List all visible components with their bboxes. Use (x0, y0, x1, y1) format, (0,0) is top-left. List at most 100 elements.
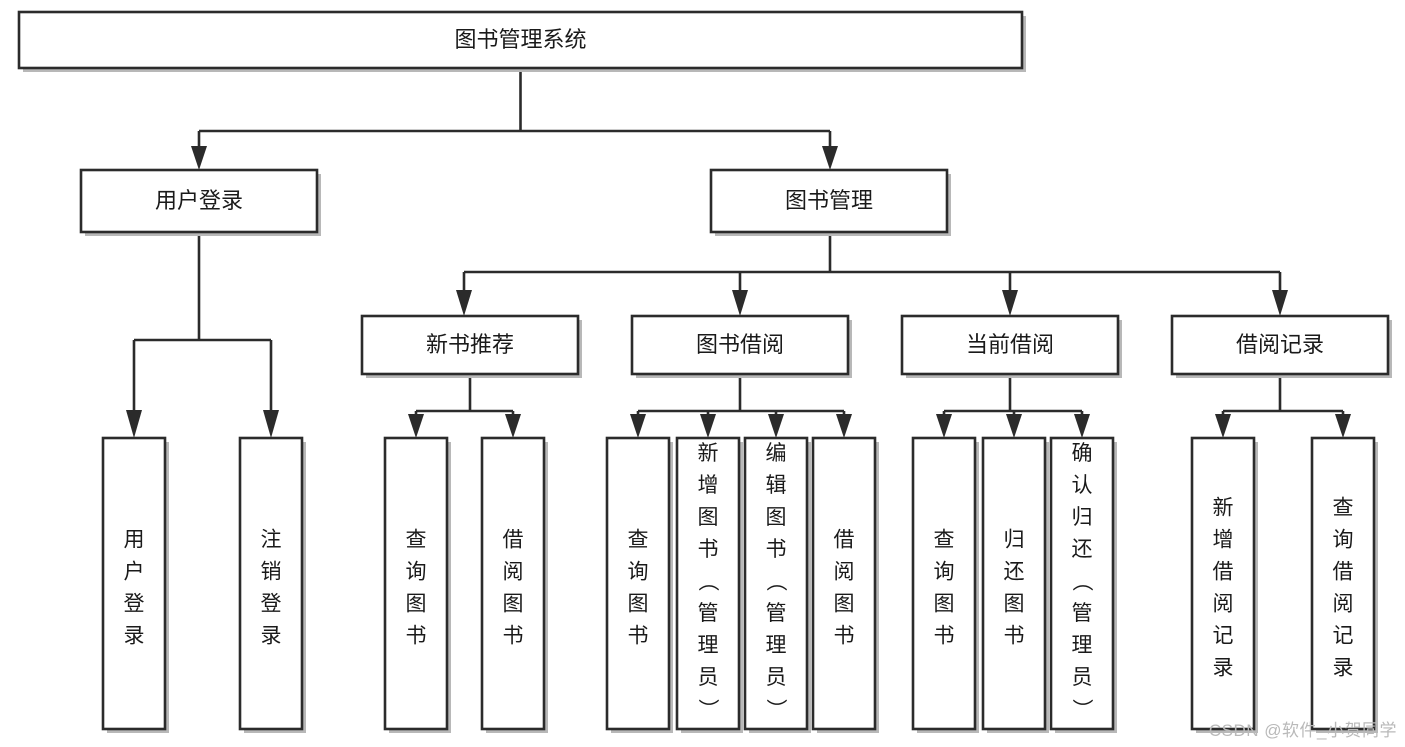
leaf-label-glyph: 查 (406, 528, 427, 551)
arrowhead-leaf-logout (263, 410, 279, 438)
leaf-label-glyph: 归 (1072, 506, 1093, 529)
arrowhead-borrowrecord-leaf-1 (1335, 414, 1351, 438)
leaf-label-glyph: 阅 (503, 560, 524, 583)
leaf-label-glyph: 图 (766, 506, 787, 529)
leaf-label-glyph: 询 (934, 560, 955, 583)
leaf-label-glyph: 书 (1004, 624, 1025, 647)
leaf-label-glyph: 管 (1072, 602, 1093, 625)
leaf-label-glyph: 还 (1004, 560, 1025, 583)
arrowhead-bookborrow-leaf-0 (630, 414, 646, 438)
node-user-login[interactable]: 用户登录 (79, 168, 321, 236)
node-leaf-query-book-2[interactable] (605, 436, 673, 733)
leaf-label-glyph: 新 (1213, 496, 1234, 519)
node-user-login-label: 用户登录 (155, 188, 243, 213)
arrowhead-currentborrow-leaf-1 (1006, 414, 1022, 438)
leaf-label-glyph: 书 (628, 624, 649, 647)
leaf-label-glyph: 员 (766, 666, 787, 689)
node-leaf-add-book[interactable] (675, 436, 743, 733)
node-current-borrow[interactable]: 当前借阅 (900, 314, 1122, 378)
node-leaf-query-book-1[interactable] (383, 436, 451, 733)
leaf-label-glyph: 借 (834, 528, 855, 551)
leaf-label-glyph: 用 (124, 528, 145, 551)
leaf-label-glyph: ） (1070, 699, 1093, 720)
leaf-label-glyph: （ (764, 571, 787, 592)
leaf-label-glyph: 阅 (1333, 592, 1354, 615)
leaf-label-glyph: 书 (503, 624, 524, 647)
leaf-label-glyph: 图 (628, 592, 649, 615)
leaf-label-glyph: 辑 (766, 474, 787, 497)
node-leaf-query-borrow-record[interactable] (1310, 436, 1378, 733)
leaf-label-glyph: 借 (1333, 560, 1354, 583)
node-layer: 图书管理系统 用户登录 图书管理 新书推荐 图书 (17, 10, 1392, 733)
leaf-label-glyph: 增 (1213, 528, 1234, 551)
node-leaf-confirm-return[interactable] (1049, 436, 1117, 733)
leaf-label-glyph: 借 (1213, 560, 1234, 583)
leaf-label-glyph: 书 (934, 624, 955, 647)
leaf-label-glyph: 查 (628, 528, 649, 551)
leaf-label-glyph: 记 (1213, 624, 1234, 647)
node-root[interactable]: 图书管理系统 (17, 10, 1026, 72)
arrowhead-leaf-user-login (126, 410, 142, 438)
vertical-label-layer: 用户登录注销登录查询图书借阅图书查询图书新增图书（管理员）编辑图书（管理员）借阅… (124, 442, 1354, 720)
leaf-label-glyph: 询 (406, 560, 427, 583)
leaf-label-glyph: 管 (698, 602, 719, 625)
leaf-label-glyph: 图 (934, 592, 955, 615)
node-leaf-user-login[interactable] (101, 436, 169, 733)
leaf-label-glyph: 理 (698, 634, 719, 657)
leaf-label-glyph: ） (696, 699, 719, 720)
leaf-label-glyph: 书 (698, 538, 719, 561)
leaf-label-glyph: 录 (1333, 656, 1354, 679)
arrowhead-bookborrow-leaf-1 (700, 414, 716, 438)
node-leaf-borrow-book-2[interactable] (811, 436, 879, 733)
node-current-borrow-label: 当前借阅 (966, 332, 1054, 357)
leaf-label-glyph: 还 (1072, 538, 1093, 561)
node-book-management[interactable]: 图书管理 (709, 168, 951, 236)
node-new-book-recommend-label: 新书推荐 (426, 332, 514, 357)
leaf-label-glyph: 员 (1072, 666, 1093, 689)
node-new-book-recommend[interactable]: 新书推荐 (360, 314, 582, 378)
leaf-label-glyph: 编 (766, 442, 787, 465)
node-leaf-return-book[interactable] (981, 436, 1049, 733)
arrowhead-current-borrow (1002, 290, 1018, 316)
leaf-label-glyph: 书 (406, 624, 427, 647)
leaf-label-glyph: 阅 (834, 560, 855, 583)
arrowhead-bookborrow-leaf-2 (768, 414, 784, 438)
node-borrow-record[interactable]: 借阅记录 (1170, 314, 1392, 378)
node-leaf-logout[interactable] (238, 436, 306, 733)
leaf-label-glyph: 认 (1072, 474, 1093, 497)
leaf-label-glyph: 图 (698, 506, 719, 529)
node-book-borrow[interactable]: 图书借阅 (630, 314, 852, 378)
node-leaf-query-book-3[interactable] (911, 436, 979, 733)
leaf-label-glyph: （ (1070, 571, 1093, 592)
leaf-label-glyph: 图 (406, 592, 427, 615)
leaf-label-glyph: 管 (766, 602, 787, 625)
leaf-label-glyph: 询 (1333, 528, 1354, 551)
leaf-label-glyph: 书 (834, 624, 855, 647)
node-book-management-label: 图书管理 (785, 188, 873, 213)
arrowhead-currentborrow-leaf-0 (936, 414, 952, 438)
leaf-label-glyph: ） (764, 699, 787, 720)
node-leaf-add-borrow-record[interactable] (1190, 436, 1258, 733)
leaf-label-glyph: 户 (124, 560, 145, 583)
node-leaf-edit-book[interactable] (743, 436, 811, 733)
leaf-label-glyph: 销 (261, 560, 282, 583)
arrowhead-book-borrow (732, 290, 748, 316)
arrowhead-currentborrow-leaf-2 (1074, 414, 1090, 438)
leaf-label-glyph: 理 (766, 634, 787, 657)
leaf-label-glyph: 录 (1213, 656, 1234, 679)
arrowhead-book-manage (822, 146, 838, 170)
leaf-label-glyph: 借 (503, 528, 524, 551)
leaf-label-glyph: 登 (124, 592, 145, 615)
leaf-label-glyph: 理 (1072, 634, 1093, 657)
node-leaf-borrow-book-1[interactable] (480, 436, 548, 733)
